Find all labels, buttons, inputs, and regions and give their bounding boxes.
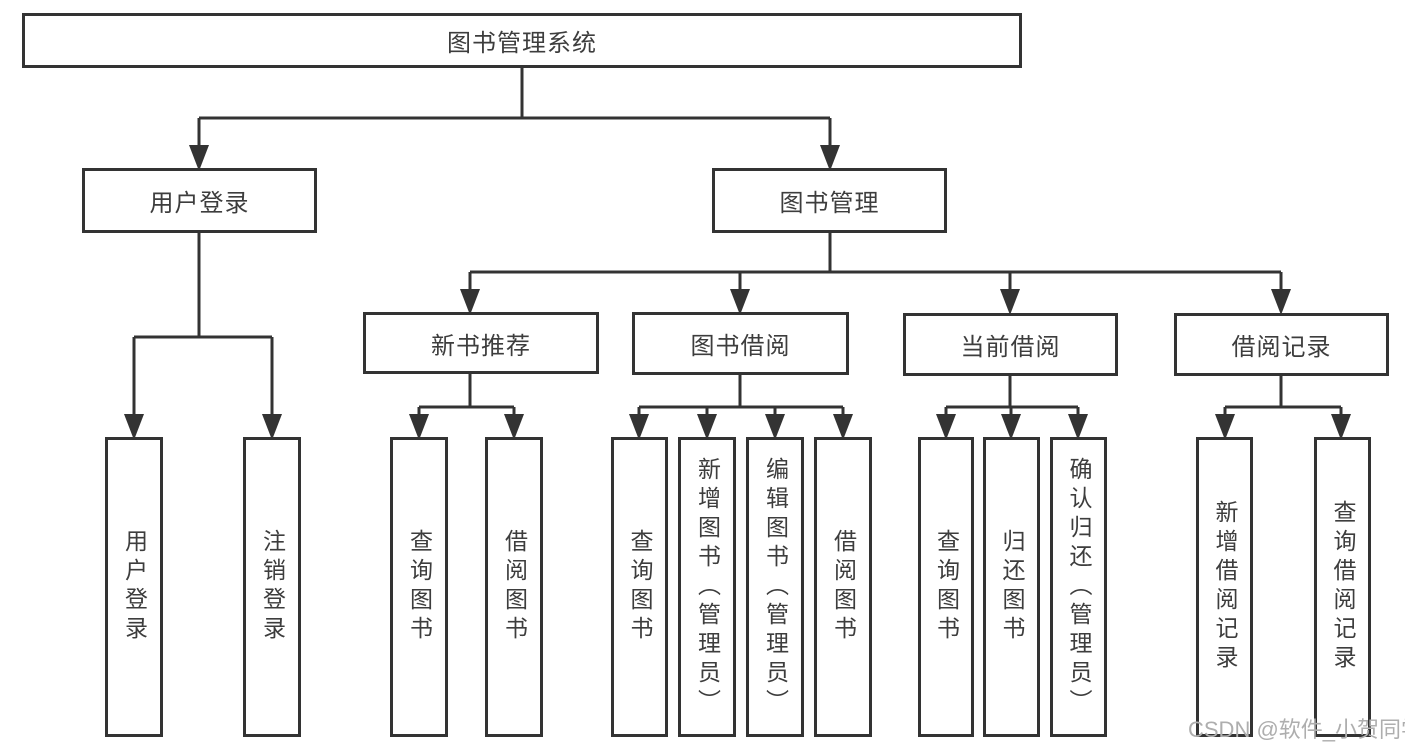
leaf-query-books-recommend: 查询图书 [390,437,448,737]
leaf-borrow-books: 借阅图书 [814,437,872,737]
leaf-user-login: 用户登录 [105,437,163,737]
csdn-watermark: CSDN @软件_小贺同学 [1188,717,1405,742]
leaf-borrow-books-recommend: 借阅图书 [485,437,543,737]
node-book-borrowing: 图书借阅 [632,312,849,375]
leaf-query-books-current: 查询图书 [918,437,974,737]
leaf-confirm-return-admin: 确认归还（管理员） [1050,437,1107,737]
node-book-management: 图书管理 [712,168,947,233]
node-user-login: 用户登录 [82,168,317,233]
leaf-query-books-borrowing: 查询图书 [611,437,668,737]
leaf-return-books: 归还图书 [983,437,1040,737]
leaf-logout: 注销登录 [243,437,301,737]
leaf-query-borrow-record: 查询借阅记录 [1314,437,1371,737]
node-borrowing-records: 借阅记录 [1174,313,1389,376]
node-current-borrowing: 当前借阅 [903,313,1118,376]
leaf-edit-books-admin: 编辑图书（管理员） [746,437,804,737]
leaf-add-borrow-record: 新增借阅记录 [1196,437,1253,737]
node-library-management-system: 图书管理系统 [22,13,1022,68]
arrowhead-icons [124,145,1351,440]
node-new-book-recommend: 新书推荐 [363,312,599,374]
leaf-add-books-admin: 新增图书（管理员） [678,437,736,737]
